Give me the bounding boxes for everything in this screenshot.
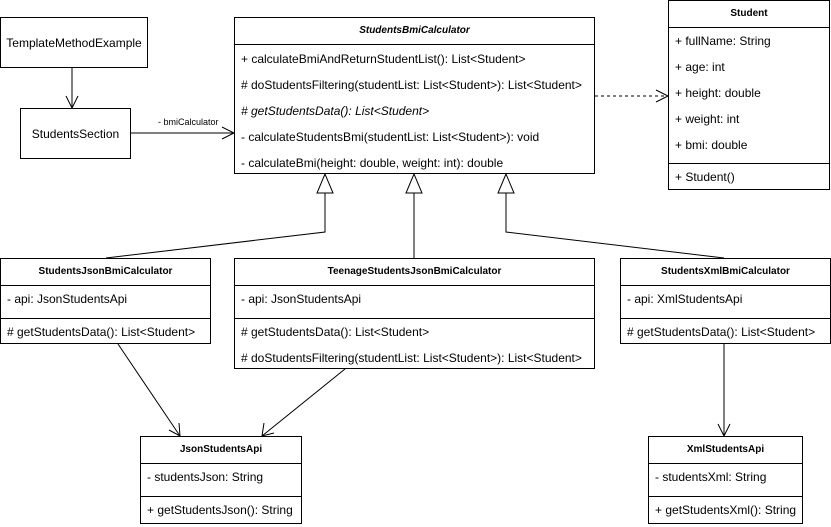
- teenage-students-json-bmi-calculator-class[interactable]: TeenageStudentsJsonBmiCalculator - api: …: [234, 258, 595, 369]
- attribute-row: - studentsJson: String: [147, 470, 264, 484]
- method-row: - calculateBmi(height: double, weight: i…: [241, 156, 504, 170]
- xml-students-api-class[interactable]: XmlStudentsApi - studentsXml: String + g…: [648, 436, 803, 524]
- edge-generalization-json: [105, 193, 326, 259]
- method-row: - calculateStudentsBmi(studentList: List…: [241, 130, 540, 144]
- template-method-example-label: TemplateMethodExample: [6, 35, 142, 50]
- method-row: + Student(): [675, 170, 735, 184]
- students-bmi-calculator-class[interactable]: StudentsBmiCalculator + calculateBmiAndR…: [234, 17, 595, 174]
- method-row: + getStudentsXml(): String: [655, 503, 797, 517]
- class-name: XmlStudentsApi: [649, 437, 802, 464]
- json-students-api-class[interactable]: JsonStudentsApi - studentsJson: String +…: [140, 436, 302, 524]
- generalization-triangle: [405, 172, 423, 194]
- generalization-triangle: [316, 172, 334, 194]
- class-name: TeenageStudentsJsonBmiCalculator: [235, 259, 594, 286]
- class-name: JsonStudentsApi: [141, 437, 301, 464]
- method-row: # getStudentsData(): List<Student>: [7, 325, 196, 339]
- edge-generalization-xml: [505, 193, 725, 259]
- generalization-triangle: [497, 172, 515, 194]
- students-json-bmi-calculator-class[interactable]: StudentsJsonBmiCalculator - api: JsonStu…: [0, 258, 211, 344]
- class-name: StudentsBmiCalculator: [235, 18, 594, 45]
- bmi-calculator-role-label: - bmiCalculator: [158, 117, 219, 127]
- attribute-row: + age: int: [675, 60, 725, 74]
- compartment-divider: [621, 318, 830, 319]
- students-xml-bmi-calculator-class[interactable]: StudentsXmlBmiCalculator - api: XmlStude…: [620, 258, 831, 344]
- attribute-row: - studentsXml: String: [655, 470, 767, 484]
- method-row: + getStudentsJson(): String: [147, 503, 293, 517]
- method-row: + calculateBmiAndReturnStudentList(): Li…: [241, 52, 526, 66]
- compartment-divider: [669, 163, 829, 164]
- edge-json-api-association: [117, 343, 181, 437]
- compartment-divider: [1, 318, 210, 319]
- attribute-row: - api: JsonStudentsApi: [241, 292, 362, 306]
- attribute-row: - api: XmlStudentsApi: [627, 292, 743, 306]
- method-row: # doStudentsFiltering(studentList: List<…: [241, 78, 582, 92]
- template-method-example-box[interactable]: TemplateMethodExample: [0, 17, 148, 68]
- attribute-row: + bmi: double: [675, 138, 748, 152]
- method-row: # doStudentsFiltering(studentList: List<…: [241, 351, 582, 365]
- student-class[interactable]: Student + fullName: String + age: int + …: [668, 0, 830, 190]
- compartment-divider: [649, 496, 802, 497]
- attribute-row: - api: JsonStudentsApi: [7, 292, 128, 306]
- edge-teenage-json-api-association: [261, 368, 346, 437]
- attribute-row: + fullName: String: [675, 34, 771, 48]
- students-section-box[interactable]: StudentsSection: [20, 108, 131, 159]
- class-name: StudentsXmlBmiCalculator: [621, 259, 830, 286]
- method-row: # getStudentsData(): List<Student>: [241, 325, 430, 339]
- method-row: # getStudentsData(): List<Student>: [627, 325, 816, 339]
- attribute-row: + weight: int: [675, 112, 740, 126]
- attribute-row: + height: double: [675, 86, 761, 100]
- compartment-divider: [141, 496, 301, 497]
- method-row: # getStudentsData(): List<Student>: [241, 104, 430, 118]
- class-name: Student: [669, 1, 829, 28]
- compartment-divider: [235, 318, 594, 319]
- students-section-label: StudentsSection: [31, 126, 120, 141]
- class-name: StudentsJsonBmiCalculator: [1, 259, 210, 286]
